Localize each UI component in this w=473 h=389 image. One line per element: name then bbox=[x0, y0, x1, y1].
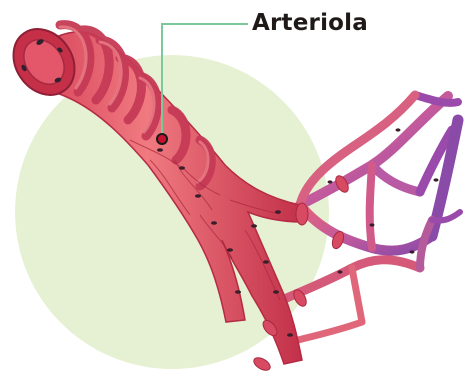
pointer-dot bbox=[157, 134, 167, 144]
capillary-network bbox=[282, 95, 460, 340]
arteriole-label: Arteriola bbox=[252, 10, 368, 36]
